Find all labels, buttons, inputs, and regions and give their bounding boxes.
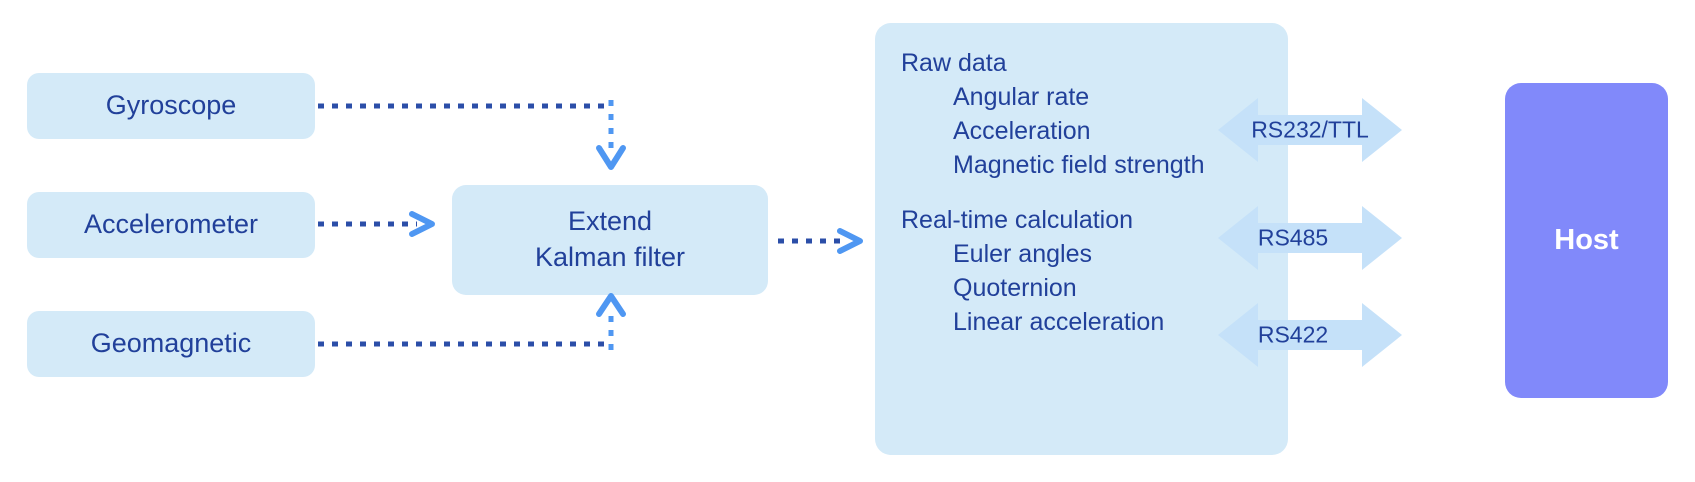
list-item: Euler angles: [953, 240, 1092, 268]
sensor-box-gyroscope[interactable]: Gyroscope: [27, 73, 315, 139]
list-item: Linear acceleration: [953, 308, 1165, 336]
interface-label-rs422: RS422: [1257, 321, 1329, 348]
connector-accelerometer-to-kalman: [318, 211, 435, 237]
sensor-label: Gyroscope: [105, 90, 237, 121]
group-items: Angular rate Acceleration Magnetic field…: [901, 85, 1288, 178]
group-title: Raw data: [901, 49, 1007, 77]
host-label: Host: [1554, 224, 1619, 256]
list-item: Quoternion: [953, 274, 1077, 302]
list-item: Acceleration: [953, 117, 1091, 145]
sensor-box-accelerometer[interactable]: Accelerometer: [27, 192, 315, 258]
list-item: Magnetic field strength: [953, 151, 1205, 179]
sensor-label: Accelerometer: [83, 209, 259, 240]
kalman-line-2: Kalman filter: [534, 242, 686, 272]
kalman-line-1: Extend: [567, 206, 653, 237]
connector-gyroscope-to-kalman: [318, 100, 626, 170]
sensor-label: Geomagnetic: [90, 328, 252, 359]
output-group-raw-data: Raw data Angular rate Acceleration Magne…: [901, 51, 1288, 178]
list-item: Angular rate: [953, 83, 1090, 111]
sensor-box-geomagnetic[interactable]: Geomagnetic: [27, 311, 315, 377]
interface-label-rs232ttl: RS232/TTL: [1251, 116, 1369, 143]
connector-geomagnetic-to-kalman: [318, 293, 626, 350]
extended-kalman-filter-box[interactable]: Extend Kalman filter: [452, 185, 768, 295]
output-data-panel: Raw data Angular rate Acceleration Magne…: [875, 23, 1288, 455]
connector-kalman-to-output-panel: [778, 228, 863, 254]
group-items: Euler angles Quoternion Linear accelerat…: [901, 242, 1288, 335]
group-title: Real-time calculation: [901, 206, 1134, 234]
host-box[interactable]: Host: [1505, 83, 1668, 398]
output-group-real-time-calculation: Real-time calculation Euler angles Quote…: [901, 208, 1288, 335]
interface-label-rs485: RS485: [1257, 224, 1329, 251]
